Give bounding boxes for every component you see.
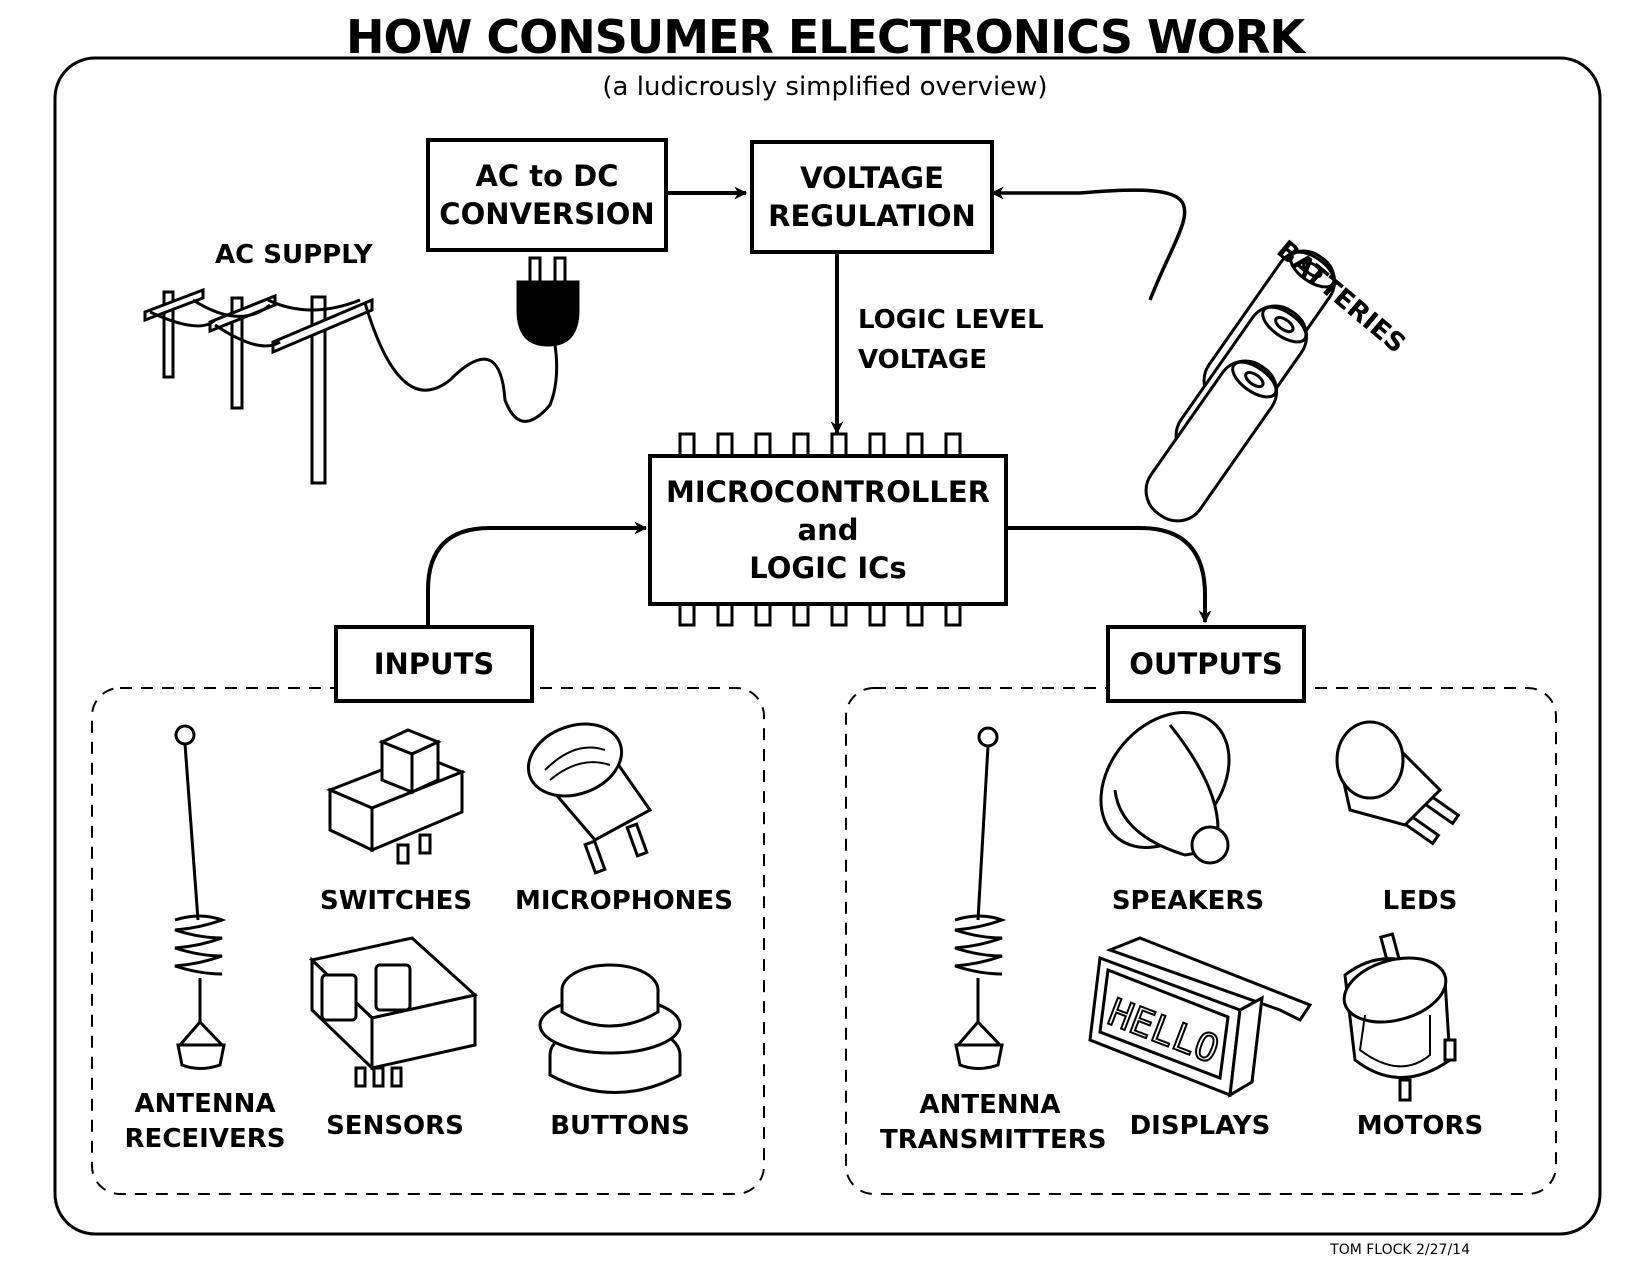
inputs-group-frame [91, 687, 765, 1195]
antenna-transmitters-line-2: TRANSMITTERS [880, 1125, 1107, 1155]
antenna-transmitter-icon [954, 726, 1007, 1070]
arrow-inputs-to-mcu [426, 521, 648, 625]
voltage-line-2: REGULATION [768, 199, 976, 233]
batteries-icon [1144, 249, 1337, 523]
outputs-label: OUTPUTS [1129, 647, 1283, 681]
antenna-receivers-label: ANTENNA RECEIVERS [120, 1087, 290, 1157]
sensors-label: SENSORS [326, 1111, 464, 1141]
microphone-icon [526, 722, 653, 875]
mcu-line-1: MICROCONTROLLER [666, 475, 990, 509]
ac-dc-line-2: CONVERSION [439, 197, 655, 231]
buttons-label: BUTTONS [550, 1111, 690, 1141]
mcu-pins [678, 432, 962, 627]
ac-supply-label: AC SUPPLY [215, 240, 373, 270]
arrow-mcu-to-outputs [1007, 526, 1212, 624]
author-credit: TOM FLOCK 2/27/14 [1330, 1242, 1470, 1258]
antenna-transmitters-line-1: ANTENNA [919, 1090, 1061, 1120]
voltage-regulation-box: VOLTAGE REGULATION [750, 140, 994, 254]
sensor-icon [308, 936, 479, 1088]
motor-icon [1342, 932, 1457, 1102]
antenna-receivers-line-1: ANTENNA [134, 1089, 276, 1119]
logic-level-line-2: VOLTAGE [858, 345, 987, 375]
logic-level-label: LOGIC LEVEL VOLTAGE [858, 300, 1044, 380]
ac-dc-conversion-box: AC to DC CONVERSION [426, 138, 668, 252]
power-poles-icon [143, 287, 559, 485]
led-icon [1335, 720, 1461, 846]
microphones-label: MICROPHONES [515, 886, 733, 916]
logic-level-line-1: LOGIC LEVEL [858, 305, 1044, 335]
speakers-label: SPEAKERS [1111, 886, 1265, 916]
displays-label: DISPLAYS [1129, 1111, 1271, 1141]
speaker-icon [1099, 711, 1231, 865]
switches-label: SWITCHES [320, 886, 473, 916]
page-title: HOW CONSUMER ELECTRONICS WORK [346, 10, 1305, 64]
antenna-receiver-icon [174, 724, 227, 1070]
display-icon [1088, 936, 1313, 1098]
leds-label: LEDS [1382, 886, 1458, 916]
push-button-icon [538, 963, 682, 1094]
outputs-box: OUTPUTS [1106, 625, 1306, 703]
motors-label: MOTORS [1356, 1111, 1484, 1141]
mcu-line-3: LOGIC ICs [749, 551, 907, 585]
outer-frame [53, 56, 1602, 1236]
antenna-transmitters-label: ANTENNA TRANSMITTERS [880, 1088, 1107, 1158]
inputs-label: INPUTS [373, 647, 495, 681]
switch-icon [326, 728, 467, 865]
inputs-box: INPUTS [334, 625, 534, 703]
mcu-line-2: and [797, 513, 859, 547]
voltage-line-1: VOLTAGE [800, 161, 944, 195]
antenna-receivers-line-2: RECEIVERS [124, 1124, 286, 1154]
page-subtitle: (a ludicrously simplified overview) [602, 72, 1048, 102]
arrow-batteries-to-voltage [990, 186, 1187, 301]
ac-dc-line-1: AC to DC [475, 159, 619, 193]
power-plug-icon [516, 256, 580, 347]
